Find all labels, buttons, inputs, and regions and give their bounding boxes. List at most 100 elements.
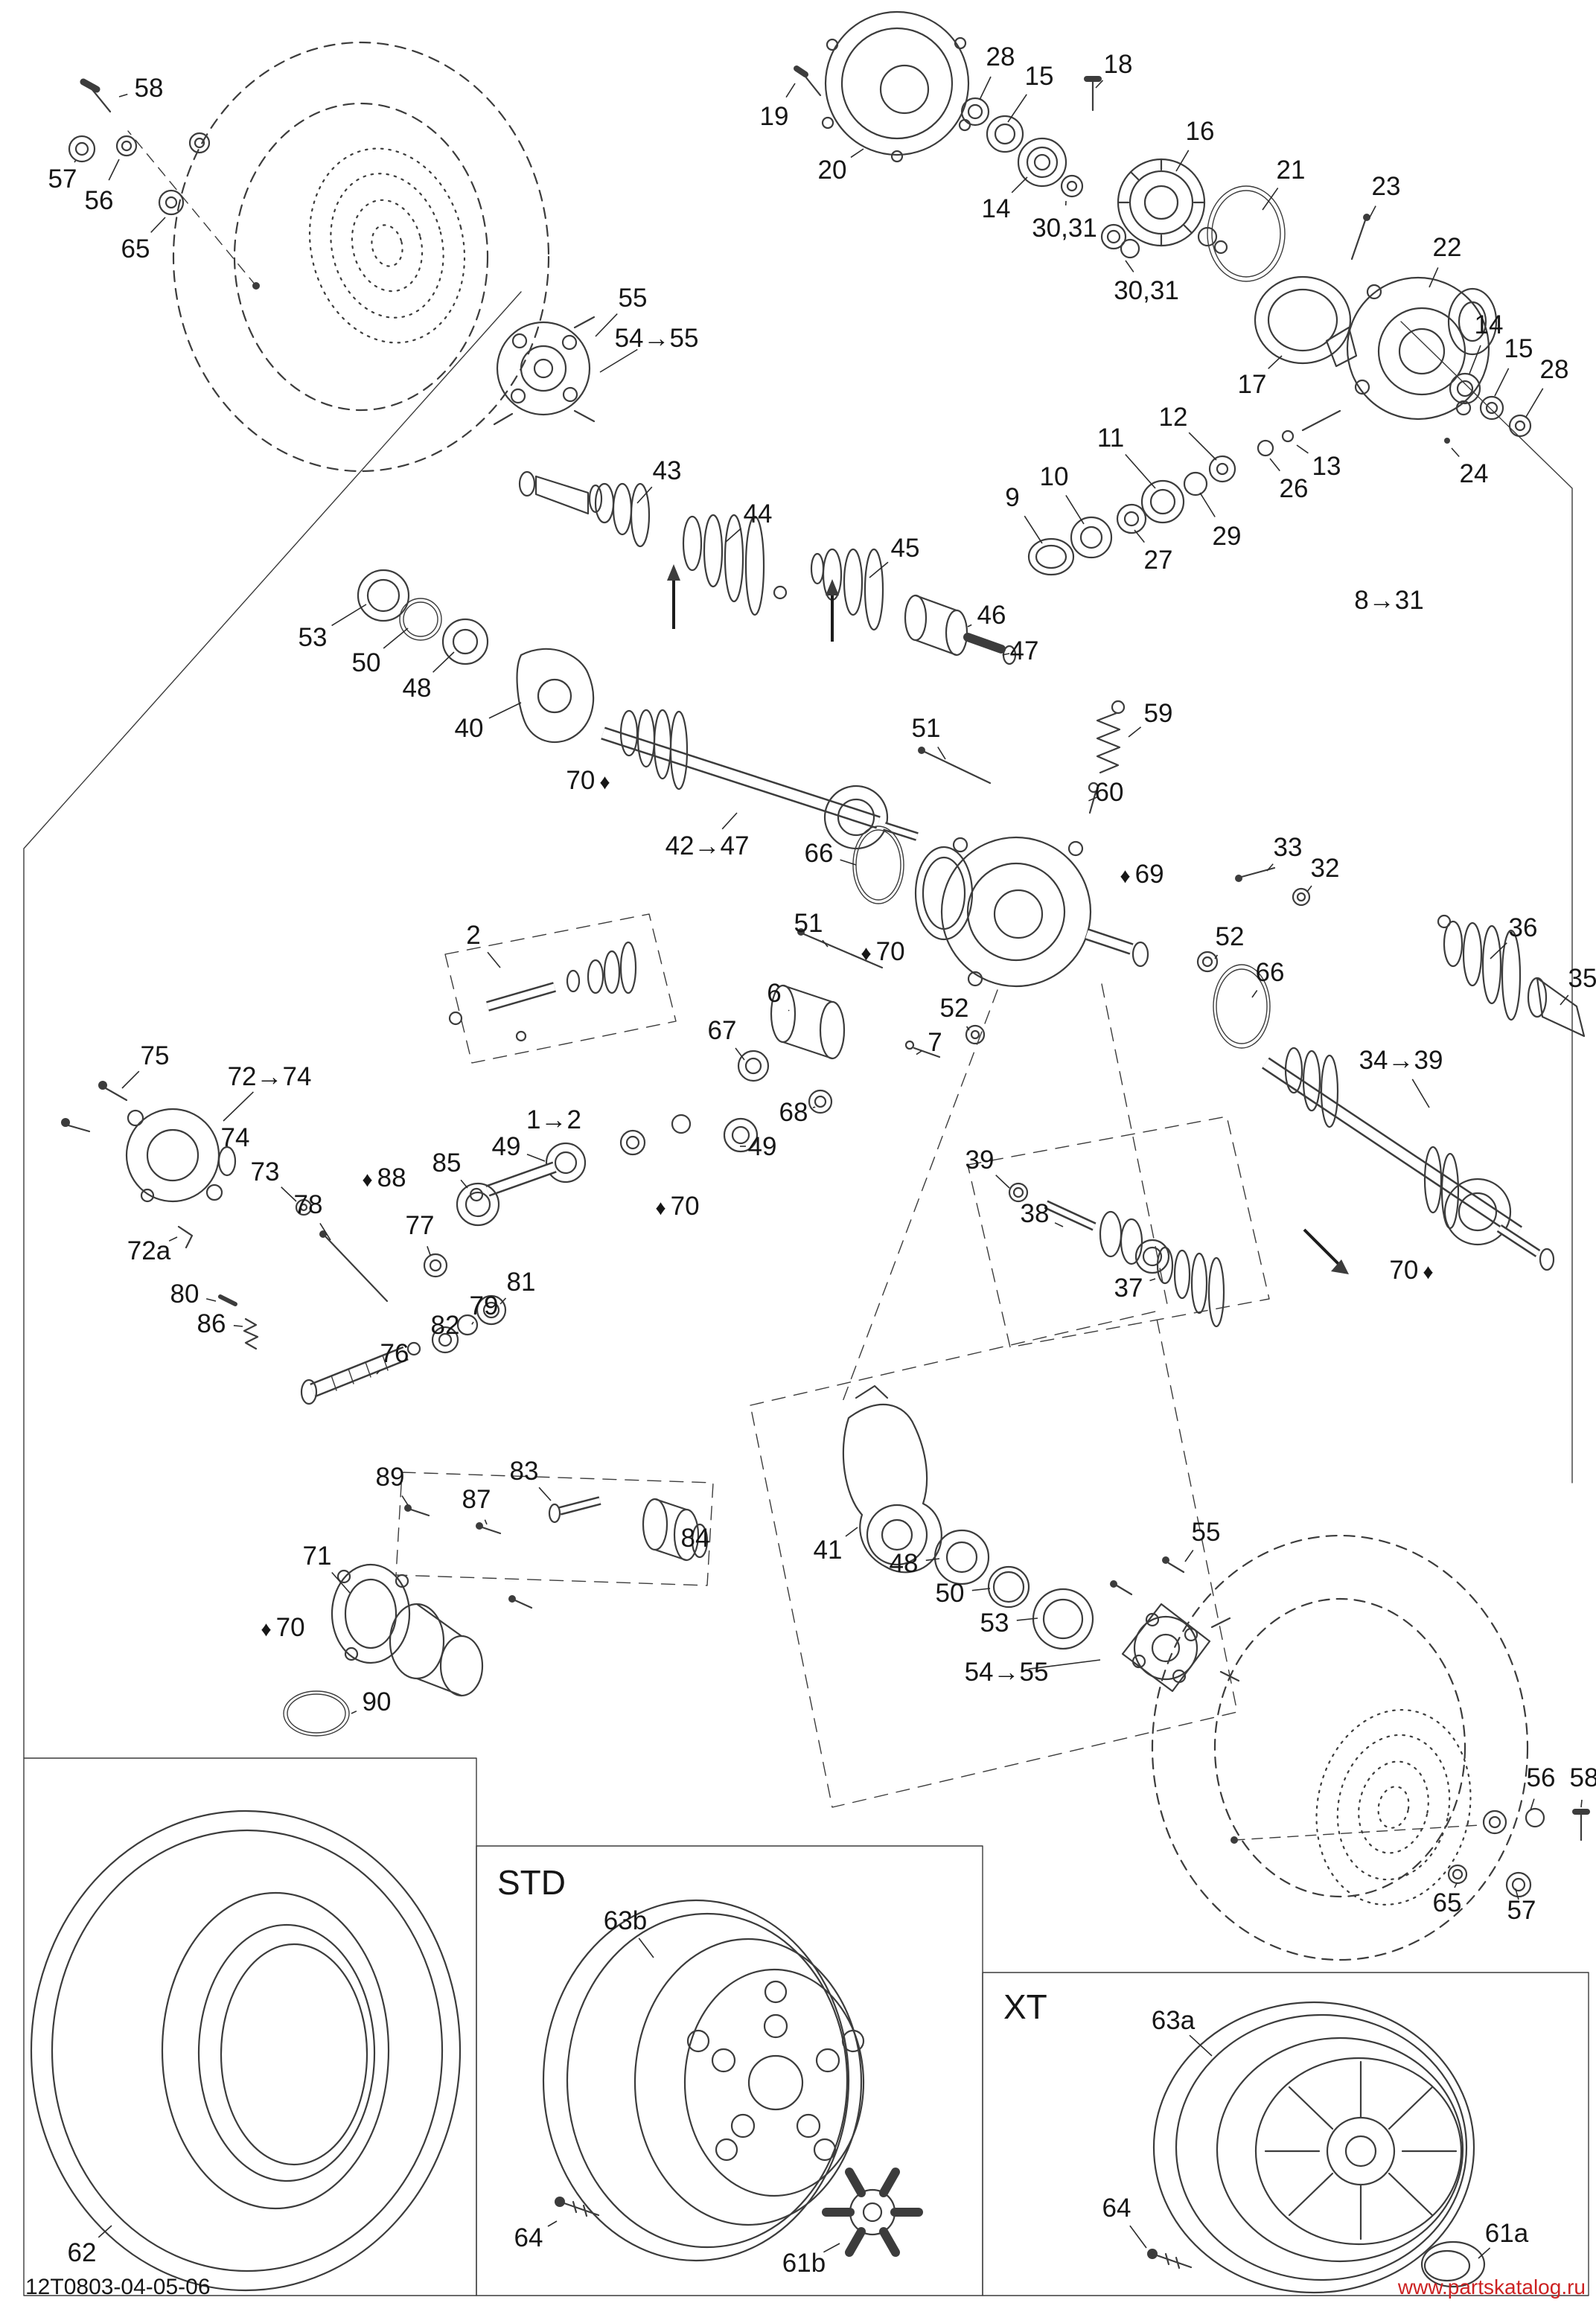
- leader-line: [281, 1186, 297, 1202]
- direction-arrows: [667, 564, 1349, 1274]
- nut-32: [1292, 887, 1311, 907]
- leader-line: [1095, 80, 1104, 89]
- leader-line: [1262, 188, 1279, 211]
- leader-line: [401, 1495, 409, 1506]
- coupler-46: [904, 594, 1017, 665]
- callout-label: 39: [965, 1146, 995, 1175]
- o-ring-50: [399, 598, 442, 641]
- callout-label: 76: [380, 1339, 409, 1368]
- leader-line: [1494, 368, 1510, 397]
- callout-label: 15: [1025, 62, 1054, 91]
- callout-label: 6: [767, 979, 781, 1008]
- callout-label: 20: [818, 156, 847, 185]
- bearing-48: [441, 618, 489, 665]
- leader-line: [1128, 726, 1142, 738]
- leader-line: [1429, 267, 1439, 288]
- leader-line: [1125, 453, 1156, 489]
- callout-label: 14: [982, 194, 1011, 223]
- leader-line: [526, 1154, 546, 1162]
- callout-label: 24: [1460, 459, 1489, 488]
- callout-label: 70♦: [1389, 1256, 1433, 1285]
- seal-17: [1254, 275, 1352, 365]
- leader-line: [1125, 260, 1134, 272]
- callout-label: 65: [121, 234, 150, 263]
- leader-line: [1028, 1659, 1101, 1670]
- callout-label: 27: [1144, 546, 1173, 575]
- front-tire-marker: [127, 130, 260, 290]
- leader-line: [74, 160, 77, 163]
- callout-label: 81: [507, 1268, 536, 1297]
- callout-label: 23: [1372, 172, 1401, 201]
- callout-label: 13: [1312, 452, 1341, 481]
- input-bearing-stack: [960, 97, 1140, 259]
- leader-line: [1451, 447, 1460, 458]
- group-37-39-parts: [1008, 1182, 1225, 1328]
- callout-label: 50: [936, 1579, 965, 1608]
- callout-label: 40: [455, 714, 484, 743]
- callout-label: 59: [1144, 699, 1173, 728]
- leader-line: [636, 486, 653, 504]
- leader-line: [427, 1246, 431, 1256]
- leader-line: [840, 859, 857, 866]
- callout-label: 18: [1104, 50, 1133, 79]
- cv-boot-36: [1437, 914, 1522, 1021]
- leader-line: [376, 1370, 381, 1375]
- leader-line: [638, 1938, 654, 1958]
- bolt-18: [1084, 76, 1102, 112]
- group-83-89-box: [395, 1472, 714, 1586]
- o-ring-21: [1207, 185, 1286, 282]
- drawing-code: 12T0803-04-05-06: [25, 2275, 211, 2299]
- nut-52-left: [965, 1024, 986, 1045]
- callout-label: 34→39: [1359, 1046, 1443, 1075]
- spacer-61b: [822, 2168, 923, 2257]
- leader-line: [967, 624, 972, 627]
- callout-label: 56: [85, 186, 114, 215]
- leader-line: [822, 939, 829, 948]
- callout-label: 2: [466, 921, 480, 950]
- rear-right-tire: [1151, 1534, 1529, 1961]
- leader-line: [1306, 885, 1312, 892]
- callout-label: 57: [48, 164, 77, 194]
- rear-tire-marker: [1230, 1824, 1481, 1844]
- oil-drop-icon: ♦: [655, 1196, 665, 1219]
- leader-line: [1184, 1550, 1194, 1562]
- callout-label: 72a: [127, 1236, 171, 1265]
- callout-label: 62: [68, 2238, 97, 2267]
- leader-line: [1560, 994, 1569, 1006]
- leader-line: [1188, 432, 1217, 461]
- leader-line: [721, 812, 738, 830]
- leader-line: [432, 651, 455, 673]
- leader-line: [965, 1026, 970, 1031]
- callout-label: 67: [708, 1016, 737, 1045]
- leader-line: [168, 1236, 178, 1242]
- leader-line: [118, 93, 128, 98]
- callout-label: 53: [980, 1609, 1009, 1638]
- leader-line: [1189, 2034, 1213, 2057]
- callout-label: 42→47: [665, 831, 750, 860]
- leader-line: [1454, 1882, 1458, 1888]
- shaft-1: [485, 1161, 557, 1197]
- leader-line: [1525, 388, 1544, 418]
- oil-drop-icon: ♦: [861, 942, 871, 965]
- o-ring-66-left: [852, 825, 904, 904]
- front-differential: [914, 836, 1092, 988]
- callout-label: 28: [986, 42, 1015, 71]
- leader-line: [1002, 653, 1010, 656]
- leader-line: [1149, 1278, 1156, 1282]
- bolt-51-lower: [797, 928, 884, 969]
- xt-wheel: [1152, 2001, 1475, 2294]
- callout-label: 49: [748, 1132, 777, 1161]
- diff-shims: [1444, 372, 1532, 444]
- leader-line: [460, 1179, 468, 1189]
- front-axle-shaft: [601, 709, 919, 850]
- callout-label: ♦70: [261, 1613, 304, 1642]
- callout-label: 84: [681, 1524, 710, 1553]
- rear-hub: [1110, 1556, 1240, 1693]
- leader-line: [1016, 1617, 1038, 1621]
- callout-label: 77: [406, 1211, 435, 1240]
- callout-label: 48: [890, 1549, 919, 1578]
- leader-line: [599, 348, 638, 373]
- callout-label: 73: [251, 1157, 280, 1186]
- std-wheel: [542, 1899, 865, 2262]
